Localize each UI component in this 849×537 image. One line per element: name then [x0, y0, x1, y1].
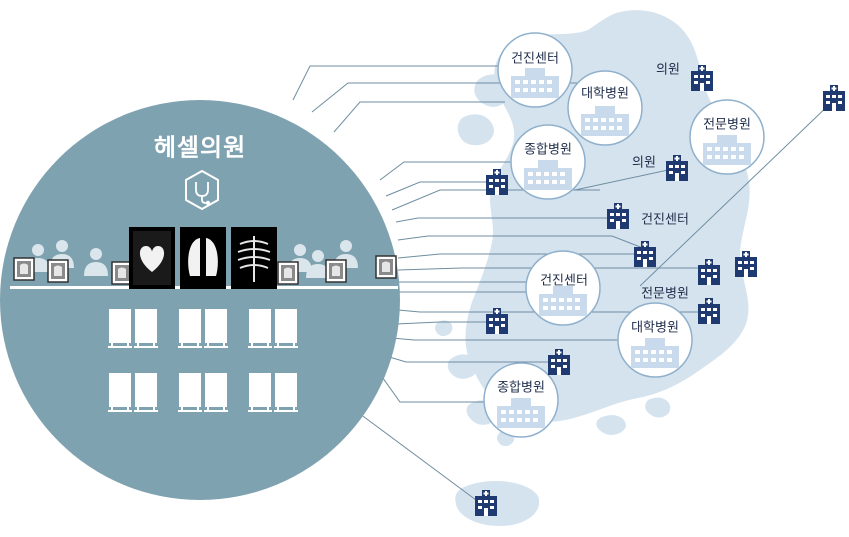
- node-general-1: [510, 124, 586, 200]
- node-university-1: [567, 70, 643, 146]
- central-clinic-circle: [0, 100, 400, 500]
- label-health-center-3: 건진센터: [540, 273, 588, 289]
- label-university-2: 대학병원: [631, 320, 679, 336]
- stethoscope-icon: [185, 169, 219, 211]
- label-specialty-1: 전문병원: [703, 117, 751, 133]
- label-university-1: 대학병원: [581, 86, 629, 102]
- node-specialty-1: [689, 99, 765, 175]
- node-health-center-3: [525, 250, 601, 326]
- node-general-2: [483, 362, 559, 438]
- chest-xray-icon: [231, 227, 277, 289]
- lung-xray-icon: [180, 227, 226, 289]
- label-health-center-1: 건진센터: [511, 51, 559, 67]
- label-health-center-2: 건진센터: [641, 212, 689, 228]
- node-university-2: [617, 302, 693, 378]
- clinic-title: 헤셀의원: [153, 133, 247, 162]
- label-clinic-2: 의원: [632, 155, 656, 171]
- heart-xray-icon: [129, 227, 175, 289]
- hospital-icon: [823, 85, 845, 111]
- label-specialty-2: 전문병원: [641, 286, 689, 302]
- label-general-2: 종합병원: [497, 380, 545, 396]
- node-health-center-1: [497, 32, 573, 108]
- label-clinic-1: 의원: [656, 62, 680, 78]
- label-general-1: 종합병원: [524, 142, 572, 158]
